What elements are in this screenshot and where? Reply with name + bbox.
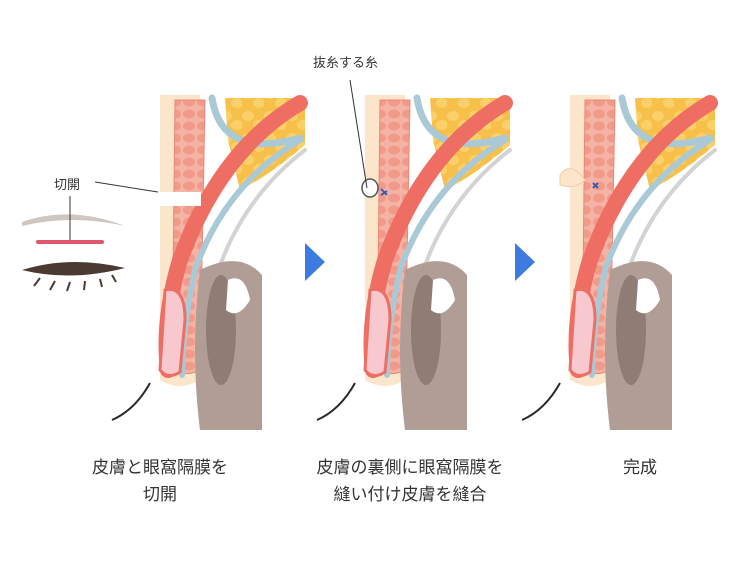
suture-loop [361,178,379,198]
step-2-caption: 皮膚の裏側に眼窩隔膜を 縫い付け皮膚を縫合 [280,455,540,509]
eyelid-lashes [22,261,125,276]
panel-step-1 [22,95,305,430]
step-1-caption: 皮膚と眼窩隔膜を 切開 [40,455,280,509]
suture-removal-label: 抜糸する糸 [313,56,379,71]
step-3-caption-line1: 完成 [623,458,657,478]
step-2-caption-line2: 縫い付け皮膚を縫合 [333,485,487,505]
step-2-caption-line1: 皮膚の裏側に眼窩隔膜を [316,458,504,478]
eyebrow-shape [22,214,125,226]
step-1-caption-line1: 皮膚と眼窩隔膜を [92,458,228,478]
incision-label: 切開 [54,178,81,193]
step-3-caption: 完成 [560,455,720,482]
panel-step-3 [522,95,715,430]
step-arrow-1 [305,243,325,281]
step-1-caption-line2: 切開 [143,485,177,505]
step-arrow-2 [515,243,535,281]
panel-step-2 [317,79,510,430]
